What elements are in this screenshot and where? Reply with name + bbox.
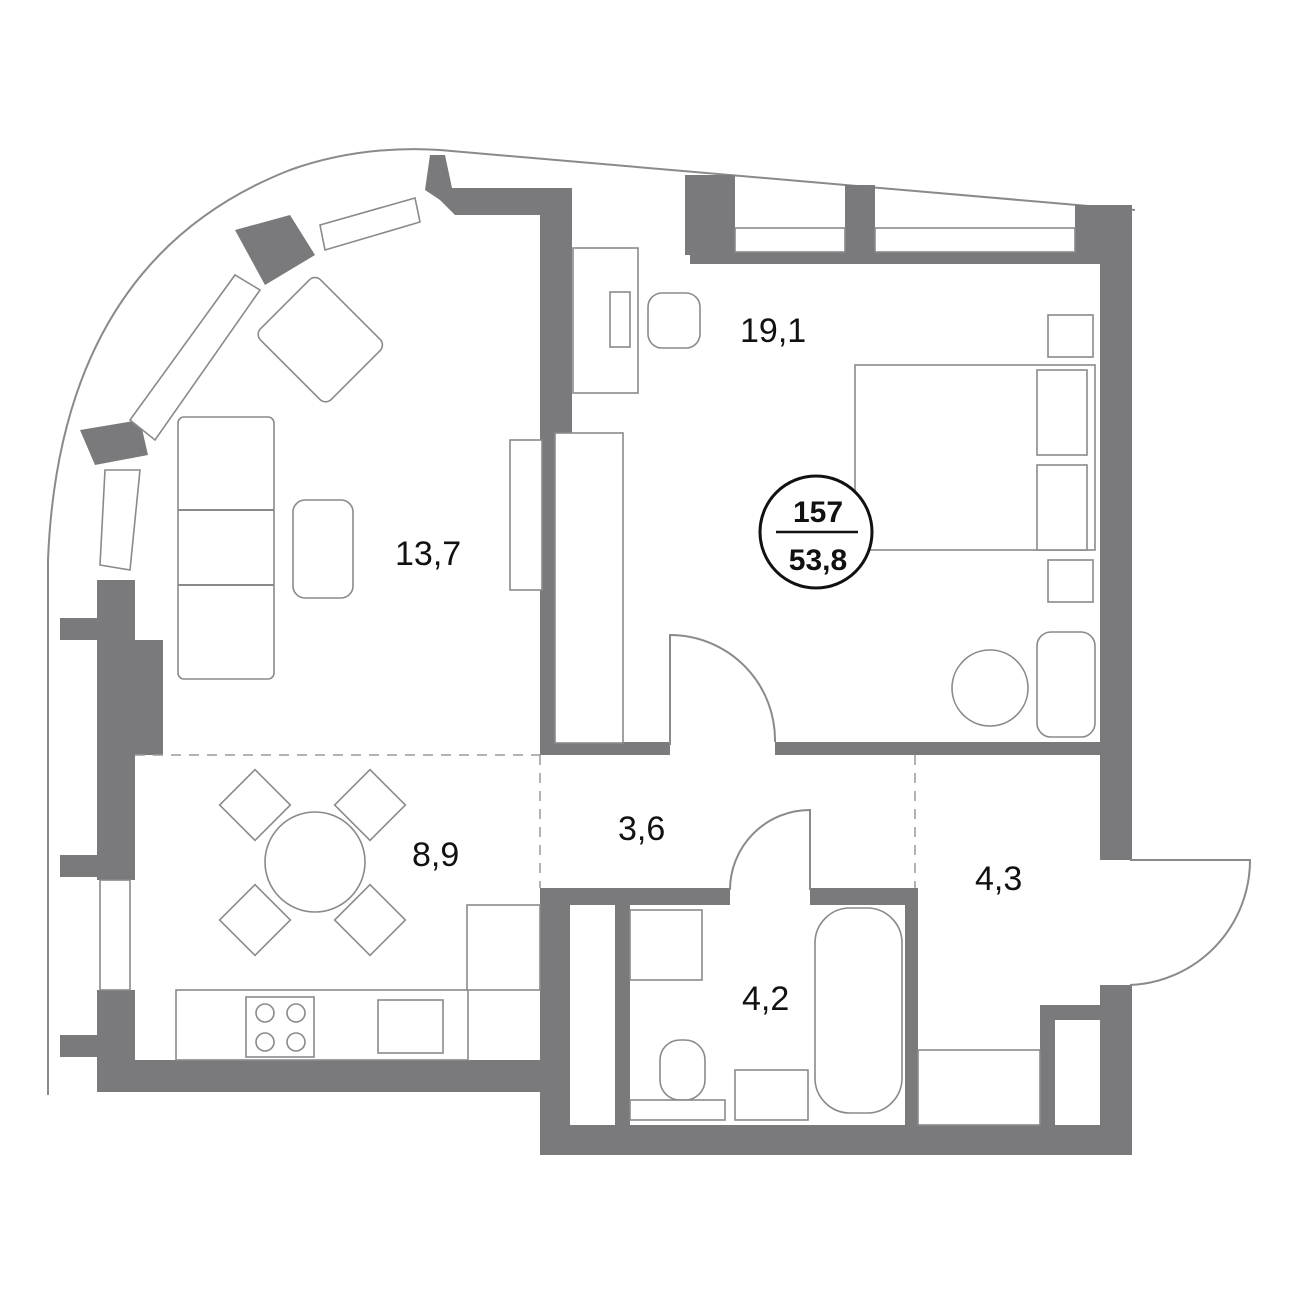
hob [245,996,315,1058]
total-area: 53,8 [789,544,847,577]
nightstand [1047,559,1094,603]
monitor [609,291,631,348]
walls [60,155,1132,1155]
zone-dividers [135,754,916,888]
washbasin [734,1069,809,1121]
room-area-bathroom: 4,2 [742,980,789,1018]
room-area-living: 13,7 [395,535,461,573]
armchair [1036,631,1096,738]
windows [99,196,1076,991]
bathtub [814,907,903,1114]
room-area-corridor: 3,6 [618,810,665,848]
nightstand [1047,314,1094,358]
toilet [659,1039,706,1101]
pouf [951,649,1029,727]
dining-table [264,811,366,913]
wardrobe [554,432,624,744]
doors [669,633,1252,986]
furniture [175,247,1096,1126]
room-area-hall: 4,3 [975,860,1022,898]
coffee-table [292,499,354,599]
room-area-kitchen: 8,9 [412,836,459,874]
washing-machine [629,909,703,981]
sink [377,999,444,1054]
room-area-bedroom: 19,1 [740,312,806,350]
room-labels: 19,1 13,7 8,9 3,6 4,3 4,2 [395,312,1022,1018]
apartment-badge: 157 53,8 [758,474,874,590]
armchair [257,276,384,403]
chair [647,292,701,349]
tv-stand [509,439,543,591]
fridge [466,904,541,991]
sofa [177,416,275,680]
apartment-number: 157 [793,496,843,529]
balcony-outline [47,148,1136,1095]
hall-wardrobe [917,1049,1041,1126]
